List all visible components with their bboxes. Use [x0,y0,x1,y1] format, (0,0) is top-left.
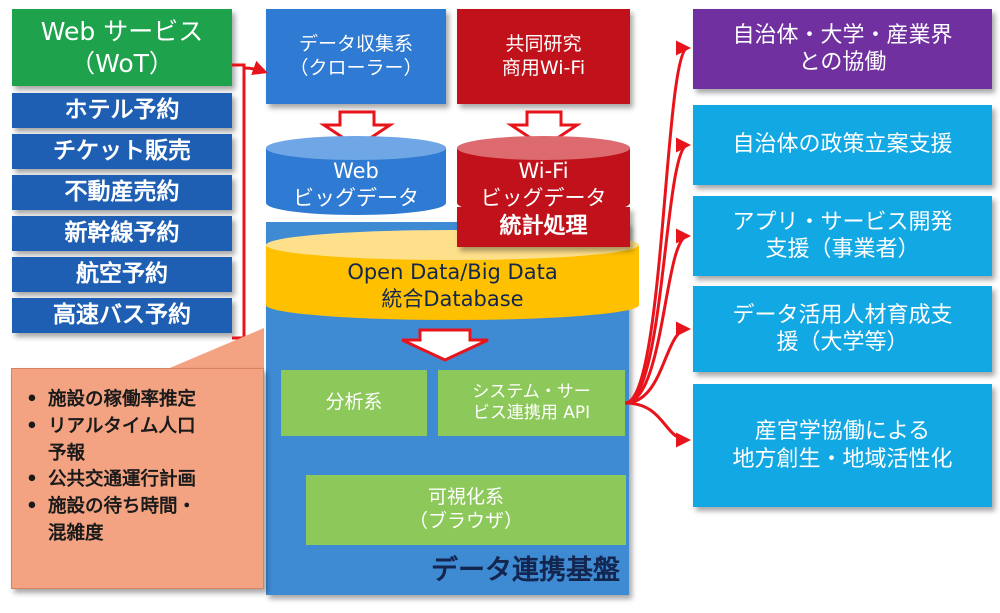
api-line2: ビス連携用 API [472,403,591,423]
integrated-database-line1: Open Data/Big Data [347,260,558,284]
outcome-regional-revitalization: 産官学協働による 地方創生・地域活性化 [693,384,992,507]
outcome-collaboration: 自治体・大学・産業界 との協働 [693,9,992,89]
use-case-line: 予報 [48,442,86,464]
services-bracket [232,63,246,340]
service-item: チケット販売 [12,134,232,169]
outcome-line1: 産官学協働による [754,419,931,444]
service-item: 航空予約 [12,257,232,292]
collector-down-arrow [319,110,395,149]
web-bigdata-line1: Web [333,158,379,183]
wifi-research-subtitle: 商用Wi-Fi [501,56,586,79]
callout-pointer [165,328,264,372]
wifi-bigdata-label: Wi-Fi ビッグデータ [457,158,630,210]
service-item: 新幹線予約 [12,216,232,251]
statistics-processing-label: 統計処理 [499,214,588,240]
data-collector-box: データ収集系 （クローラー） [266,9,446,104]
wifi-research-box: 共同研究 商用Wi-Fi [457,9,630,104]
use-case-line: リアルタイム人口 [48,415,196,437]
api-line1: システム・サー [472,381,591,402]
wifi-down-arrow [506,110,582,149]
bullet: • [26,389,38,410]
statistics-processing-box: 統計処理 [457,207,630,247]
analysis-module: 分析系 [281,370,427,436]
use-case-item: • リアルタイム人口予報 [26,414,263,468]
service-item-label: ホテル予約 [64,97,180,124]
bullet: • [26,496,38,518]
collector-title: データ収集系 [298,32,413,55]
wifi-bigdata-line2: ビッグデータ [480,186,607,210]
bullet: • [26,469,38,491]
visualization-line2: （ブラウザ） [408,510,523,532]
web-bigdata-line2: ビッグデータ [293,186,419,210]
web-service-box: Web サービス （WoT） [12,9,232,86]
outcome-talent-development: データ活用人材育成支 援（大学等） [693,286,992,372]
service-item-label: 高速バス予約 [53,302,191,329]
service-item: 高速バス予約 [12,298,232,333]
use-cases-callout: • 施設の稼働率推定 • リアルタイム人口予報 • 公共交通運行計画 • 施設の待ち時間… [11,368,264,589]
outcome-line2: 地方創生・地域活性化 [732,446,953,472]
collector-subtitle: （クローラー） [289,56,423,79]
use-case-line: 施設の稼働率推定 [48,389,197,410]
outcome-line2: 援（大学等） [776,330,909,355]
web-service-subtitle: （WoT） [70,48,174,78]
visualization-module: 可視化系 （ブラウザ） [306,475,626,545]
use-case-item: • 公共交通運行計画 [26,467,263,494]
outcome-policy-support: 自治体の政策立案支援 [693,105,992,185]
outcome-connectors [624,40,691,448]
service-item: 不動産売約 [12,175,232,210]
service-item-label: チケット販売 [53,138,191,165]
web-bigdata-label: Web ビッグデータ [266,158,446,210]
use-case-line: 施設の待ち時間・ [48,496,197,518]
bullet: • [26,415,38,437]
integrated-database-label: Open Data/Big Data 統合Database [266,259,639,314]
outcome-line1: 自治体・大学・産業界 [732,22,953,48]
use-cases-list: • 施設の稼働率推定 • リアルタイム人口予報 • 公共交通運行計画 • 施設の待ち時間… [12,369,263,548]
use-case-item: • 施設の稼働率推定 [26,387,263,414]
outcome-line1: 自治体の政策立案支援 [732,132,953,158]
wifi-bigdata-line1: Wi-Fi [518,158,569,183]
use-case-item: • 施設の待ち時間・混雑度 [26,494,263,548]
use-case-line: 公共交通運行計画 [48,469,197,491]
outcome-line2: 支援（事業者） [765,237,920,262]
outcome-line1: データ活用人材育成支 [732,302,953,328]
service-item-label: 不動産売約 [64,179,180,206]
services-connector [243,60,268,75]
system-service-api-module: システム・サー ビス連携用 API [438,370,625,436]
visualization-line1: 可視化系 [427,486,504,509]
service-item-label: 新幹線予約 [64,220,180,247]
platform-title: データ連携基盤 [431,555,620,586]
analysis-label: 分析系 [325,391,383,414]
outcome-line1: アプリ・サービス開発 [732,209,953,235]
integrated-database-line2: 統合Database [381,287,524,312]
outcome-app-dev-support: アプリ・サービス開発 支援（事業者） [693,196,992,276]
outcome-line2: との協働 [798,50,887,75]
service-item-label: 航空予約 [76,261,168,288]
wifi-research-title: 共同研究 [505,32,582,55]
service-item: ホテル予約 [12,93,232,128]
use-case-line: 混雑度 [48,523,104,545]
web-service-title: Web サービス [40,17,204,47]
